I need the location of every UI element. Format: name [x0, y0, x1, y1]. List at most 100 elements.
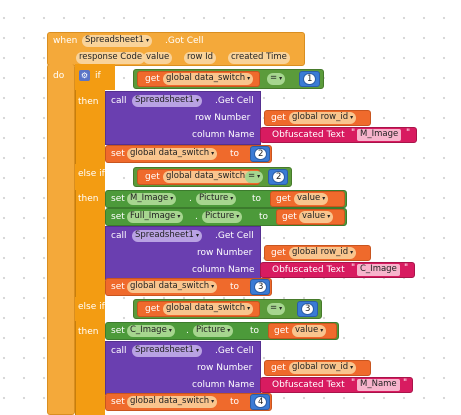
set-var-label: global data_switch [130, 148, 210, 158]
dot-label: . [189, 194, 192, 204]
row-id-label: global row_id [292, 112, 349, 122]
component-dropdown-full-image[interactable]: Full_Image▾ [127, 211, 184, 223]
param-created-time[interactable]: created Time [228, 52, 290, 64]
then-label-2: then [78, 194, 99, 204]
op-dropdown-2[interactable]: =▾ [245, 171, 264, 183]
set-label: set [111, 149, 125, 159]
set-var-dropdown-2[interactable]: global data_switch▾ [127, 281, 218, 293]
set-label: set [111, 397, 125, 407]
row-id-dropdown-2[interactable]: global row_id▾ [289, 247, 357, 259]
component-label: Full_Image [130, 211, 176, 221]
text-value-2[interactable]: C_Image [357, 264, 400, 276]
call-label: call [111, 231, 127, 241]
set-label: set [111, 194, 125, 204]
row-id-dropdown-1[interactable]: global row_id▾ [289, 112, 357, 124]
chevron-down-icon: ▾ [236, 213, 240, 220]
component-label: Spreadsheet1 [135, 345, 194, 355]
var-dropdown-3[interactable]: global data_switch▾ [163, 303, 254, 315]
event-name-label: .Got Cell [165, 36, 204, 46]
number-value-2[interactable]: 2 [272, 171, 286, 183]
if-block[interactable] [75, 64, 105, 415]
component-dropdown-3[interactable]: Spreadsheet1▾ [132, 345, 202, 357]
to-label: to [259, 212, 269, 222]
property-label: Picture [199, 193, 229, 203]
call-label: call [111, 96, 127, 106]
var-dropdown-label: global data_switch [166, 73, 246, 83]
text-value-1[interactable]: M_Image [357, 129, 402, 141]
value-dropdown-1[interactable]: value▾ [294, 193, 329, 205]
obfuscated-text-label: Obfuscated Text [272, 130, 345, 140]
event-component-dropdown[interactable]: Spreadsheet1▾ [82, 35, 152, 47]
chevron-down-icon: ▾ [195, 97, 199, 104]
component-dropdown-c-image[interactable]: C_Image▾ [127, 325, 175, 337]
get-label: get [145, 172, 160, 182]
op-dropdown-3[interactable]: =▾ [267, 303, 286, 315]
value-dropdown-3[interactable]: value▾ [292, 325, 327, 337]
component-dropdown-1[interactable]: Spreadsheet1▾ [132, 95, 202, 107]
get-label: get [276, 194, 291, 204]
property-label: Picture [196, 325, 226, 335]
op-label: = [248, 171, 256, 181]
row-id-label: global row_id [292, 247, 349, 257]
else-if-bar-2 [75, 297, 105, 321]
number-value-1[interactable]: 1 [303, 73, 317, 85]
row-number-label: row Number [197, 248, 253, 258]
property-dropdown-2[interactable]: Picture▾ [202, 211, 243, 223]
number-value-3[interactable]: 3 [301, 303, 315, 315]
else-if-bar-1 [75, 164, 105, 190]
param-value[interactable]: value [143, 52, 173, 64]
component-label: M_Image [130, 193, 169, 203]
component-dropdown-2[interactable]: Spreadsheet1▾ [132, 230, 202, 242]
else-if-label-2: else if [78, 302, 105, 312]
quote-close: " [404, 263, 409, 273]
component-label: Spreadsheet1 [135, 230, 194, 240]
op-dropdown-1[interactable]: =▾ [267, 73, 286, 85]
chevron-down-icon: ▾ [211, 398, 215, 405]
when-label: when [53, 36, 78, 46]
then-label-3: then [78, 327, 99, 337]
set-number-value-1[interactable]: 2 [254, 148, 268, 160]
set-var-dropdown-1[interactable]: global data_switch▾ [127, 148, 218, 160]
gear-icon[interactable]: ⚙ [79, 70, 90, 81]
component-label: C_Image [130, 325, 167, 335]
param-response-code[interactable]: response Code [76, 52, 146, 64]
method-label: .Get Cell [215, 96, 254, 106]
text-value-3[interactable]: M_Name [357, 379, 400, 391]
quote-close: " [406, 128, 411, 138]
value-dropdown-2[interactable]: value▾ [299, 211, 334, 223]
quote-open: " [351, 128, 356, 138]
chevron-down-icon: ▾ [170, 195, 174, 202]
get-label: get [282, 212, 297, 222]
chevron-down-icon: ▾ [195, 347, 199, 354]
call-label: call [111, 346, 127, 356]
column-name-label: column Name [192, 265, 255, 275]
op-label: = [270, 73, 278, 83]
else-if-label-1: else if [78, 169, 105, 179]
chevron-down-icon: ▾ [350, 249, 354, 256]
property-dropdown-3[interactable]: Picture▾ [193, 325, 234, 337]
column-name-label: column Name [192, 130, 255, 140]
obfuscated-text-label: Obfuscated Text [272, 265, 345, 275]
property-dropdown-1[interactable]: Picture▾ [196, 193, 237, 205]
set-var-label: global data_switch [130, 396, 210, 406]
row-id-dropdown-3[interactable]: global row_id▾ [289, 362, 357, 374]
value-label: value [302, 211, 326, 221]
set-label: set [111, 212, 125, 222]
get-label: get [271, 248, 286, 258]
set-number-value-2[interactable]: 3 [254, 281, 268, 293]
set-number-value-3[interactable]: 4 [254, 396, 268, 408]
set-var-dropdown-3[interactable]: global data_switch▾ [127, 396, 218, 408]
quote-open: " [351, 378, 356, 388]
get-label: get [274, 326, 289, 336]
to-label: to [252, 194, 262, 204]
get-label: get [271, 363, 286, 373]
component-dropdown-m-image[interactable]: M_Image▾ [127, 193, 177, 205]
row-number-label: row Number [197, 363, 253, 373]
chevron-down-icon: ▾ [350, 114, 354, 121]
var-dropdown-2[interactable]: global data_switch▾ [163, 171, 254, 183]
param-row-id[interactable]: row Id [184, 52, 217, 64]
dot-label: . [186, 326, 189, 336]
do-label: do [53, 71, 65, 81]
var-dropdown-1[interactable]: global data_switch▾ [163, 73, 254, 85]
obfuscated-text-label: Obfuscated Text [272, 380, 345, 390]
